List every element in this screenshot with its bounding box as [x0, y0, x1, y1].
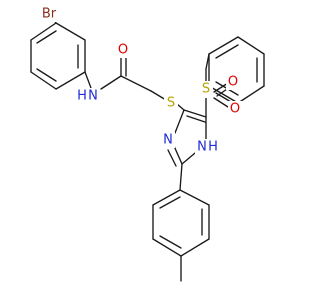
thioether-sulfur-label: S: [167, 96, 175, 111]
atom-labels: Br N H O S S O O N N H: [37, 7, 242, 155]
amide-nitrogen-label: N: [88, 89, 98, 104]
bond-bromophenyl-6: [30, 22, 57, 41]
bond-imidazole-top-double: [186, 115, 206, 123]
bond-bromophenyl-4: [30, 71, 57, 90]
sulfonyl-o-top-label-bg: [226, 74, 240, 90]
bond-s-ring: [176, 103, 185, 111]
bond-tolyl-1: [152, 189, 181, 206]
ring-nitrogen-left-label: N: [163, 133, 173, 148]
sulfonyl-sulfur-label: S: [202, 82, 210, 97]
sulfonyl-oxygen-bottom-label: O: [230, 102, 240, 117]
bond-phenyl-double-1: [215, 44, 239, 59]
sulfonyl-o-bottom-label-bg: [228, 101, 242, 117]
bond-phenyl-2: [208, 36, 239, 55]
bond-tolyl-double-3: [159, 235, 182, 249]
br-label-bg: [37, 7, 61, 22]
bond-bromophenyl-1: [55, 22, 86, 41]
ring-hydrogen-label: H: [208, 140, 218, 155]
bond-n-carbonyl-carbon: [100, 75, 122, 90]
bond-lines: [30, 15, 265, 282]
bond-tolyl-6: [179, 189, 210, 206]
bond-phenyl-3: [237, 36, 265, 55]
bond-phenyl-5: [237, 85, 265, 104]
bond-sulfonyl-o-bottom-b: [215, 92, 232, 103]
ring-nitrogen-right-label: N: [197, 140, 207, 155]
bond-methylene-s: [150, 90, 167, 101]
bond-imidazole-bottom-left: [173, 145, 183, 165]
bond-bromophenyl-double-1: [36, 30, 57, 44]
ring-n-right-label-bg: [195, 139, 209, 155]
bond-imidazole-tolyl: [179, 163, 183, 191]
bond-aryl-n: [84, 71, 92, 89]
chemical-structure-diagram: Br N H O S S O O N N H: [0, 0, 300, 300]
bond-imidazole-left: [174, 109, 185, 134]
bond-tolyl-3: [152, 238, 182, 257]
amide-h-label-bg: [76, 88, 88, 104]
bond-imidazole-bottom-left-double: [167, 149, 177, 167]
bond-tolyl-double-1: [159, 196, 181, 209]
amide-n-label-bg: [86, 88, 100, 104]
thioether-s-label-bg: [164, 95, 178, 112]
carbonyl-o-label-bg: [116, 42, 130, 58]
bond-carbonyl-methylene: [120, 75, 152, 92]
sulfonyl-oxygen-top-label: O: [228, 75, 238, 90]
carbonyl-oxygen-label: O: [118, 43, 128, 58]
bromine-atom-label: Br: [42, 7, 57, 22]
bond-imidazole-top: [183, 109, 207, 118]
amide-hydrogen-label: H: [77, 89, 87, 104]
ring-n-left-label-bg: [161, 132, 175, 148]
sulfonyl-s-label-bg: [199, 81, 213, 98]
bond-bromophenyl-double-3: [36, 68, 57, 82]
ring-h-label-bg: [207, 139, 219, 155]
bond-bromophenyl-3: [55, 71, 86, 90]
bond-phenyl-6: [208, 85, 239, 104]
canvas-background: [0, 0, 300, 300]
bond-sulfonyl-o-bottom-a: [213, 97, 229, 108]
bond-tolyl-4: [180, 238, 210, 257]
